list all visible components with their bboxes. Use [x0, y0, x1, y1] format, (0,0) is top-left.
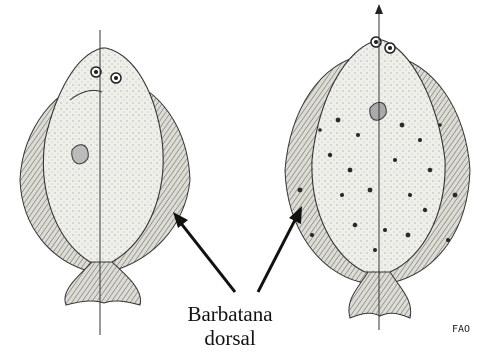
label-line-1: Barbatana [160, 302, 300, 326]
dorsal-fin-label: Barbatana dorsal [160, 302, 300, 350]
left-flounder [20, 30, 190, 335]
left-tail [65, 262, 141, 305]
right-pectoral-fin [370, 102, 386, 120]
label-line-2: dorsal [160, 326, 300, 350]
right-flounder [285, 4, 470, 330]
left-pectoral-fin [72, 145, 88, 164]
pointer-arrows [173, 206, 302, 292]
source-credit: FAO [452, 324, 470, 335]
midline-arrowhead [375, 4, 383, 14]
